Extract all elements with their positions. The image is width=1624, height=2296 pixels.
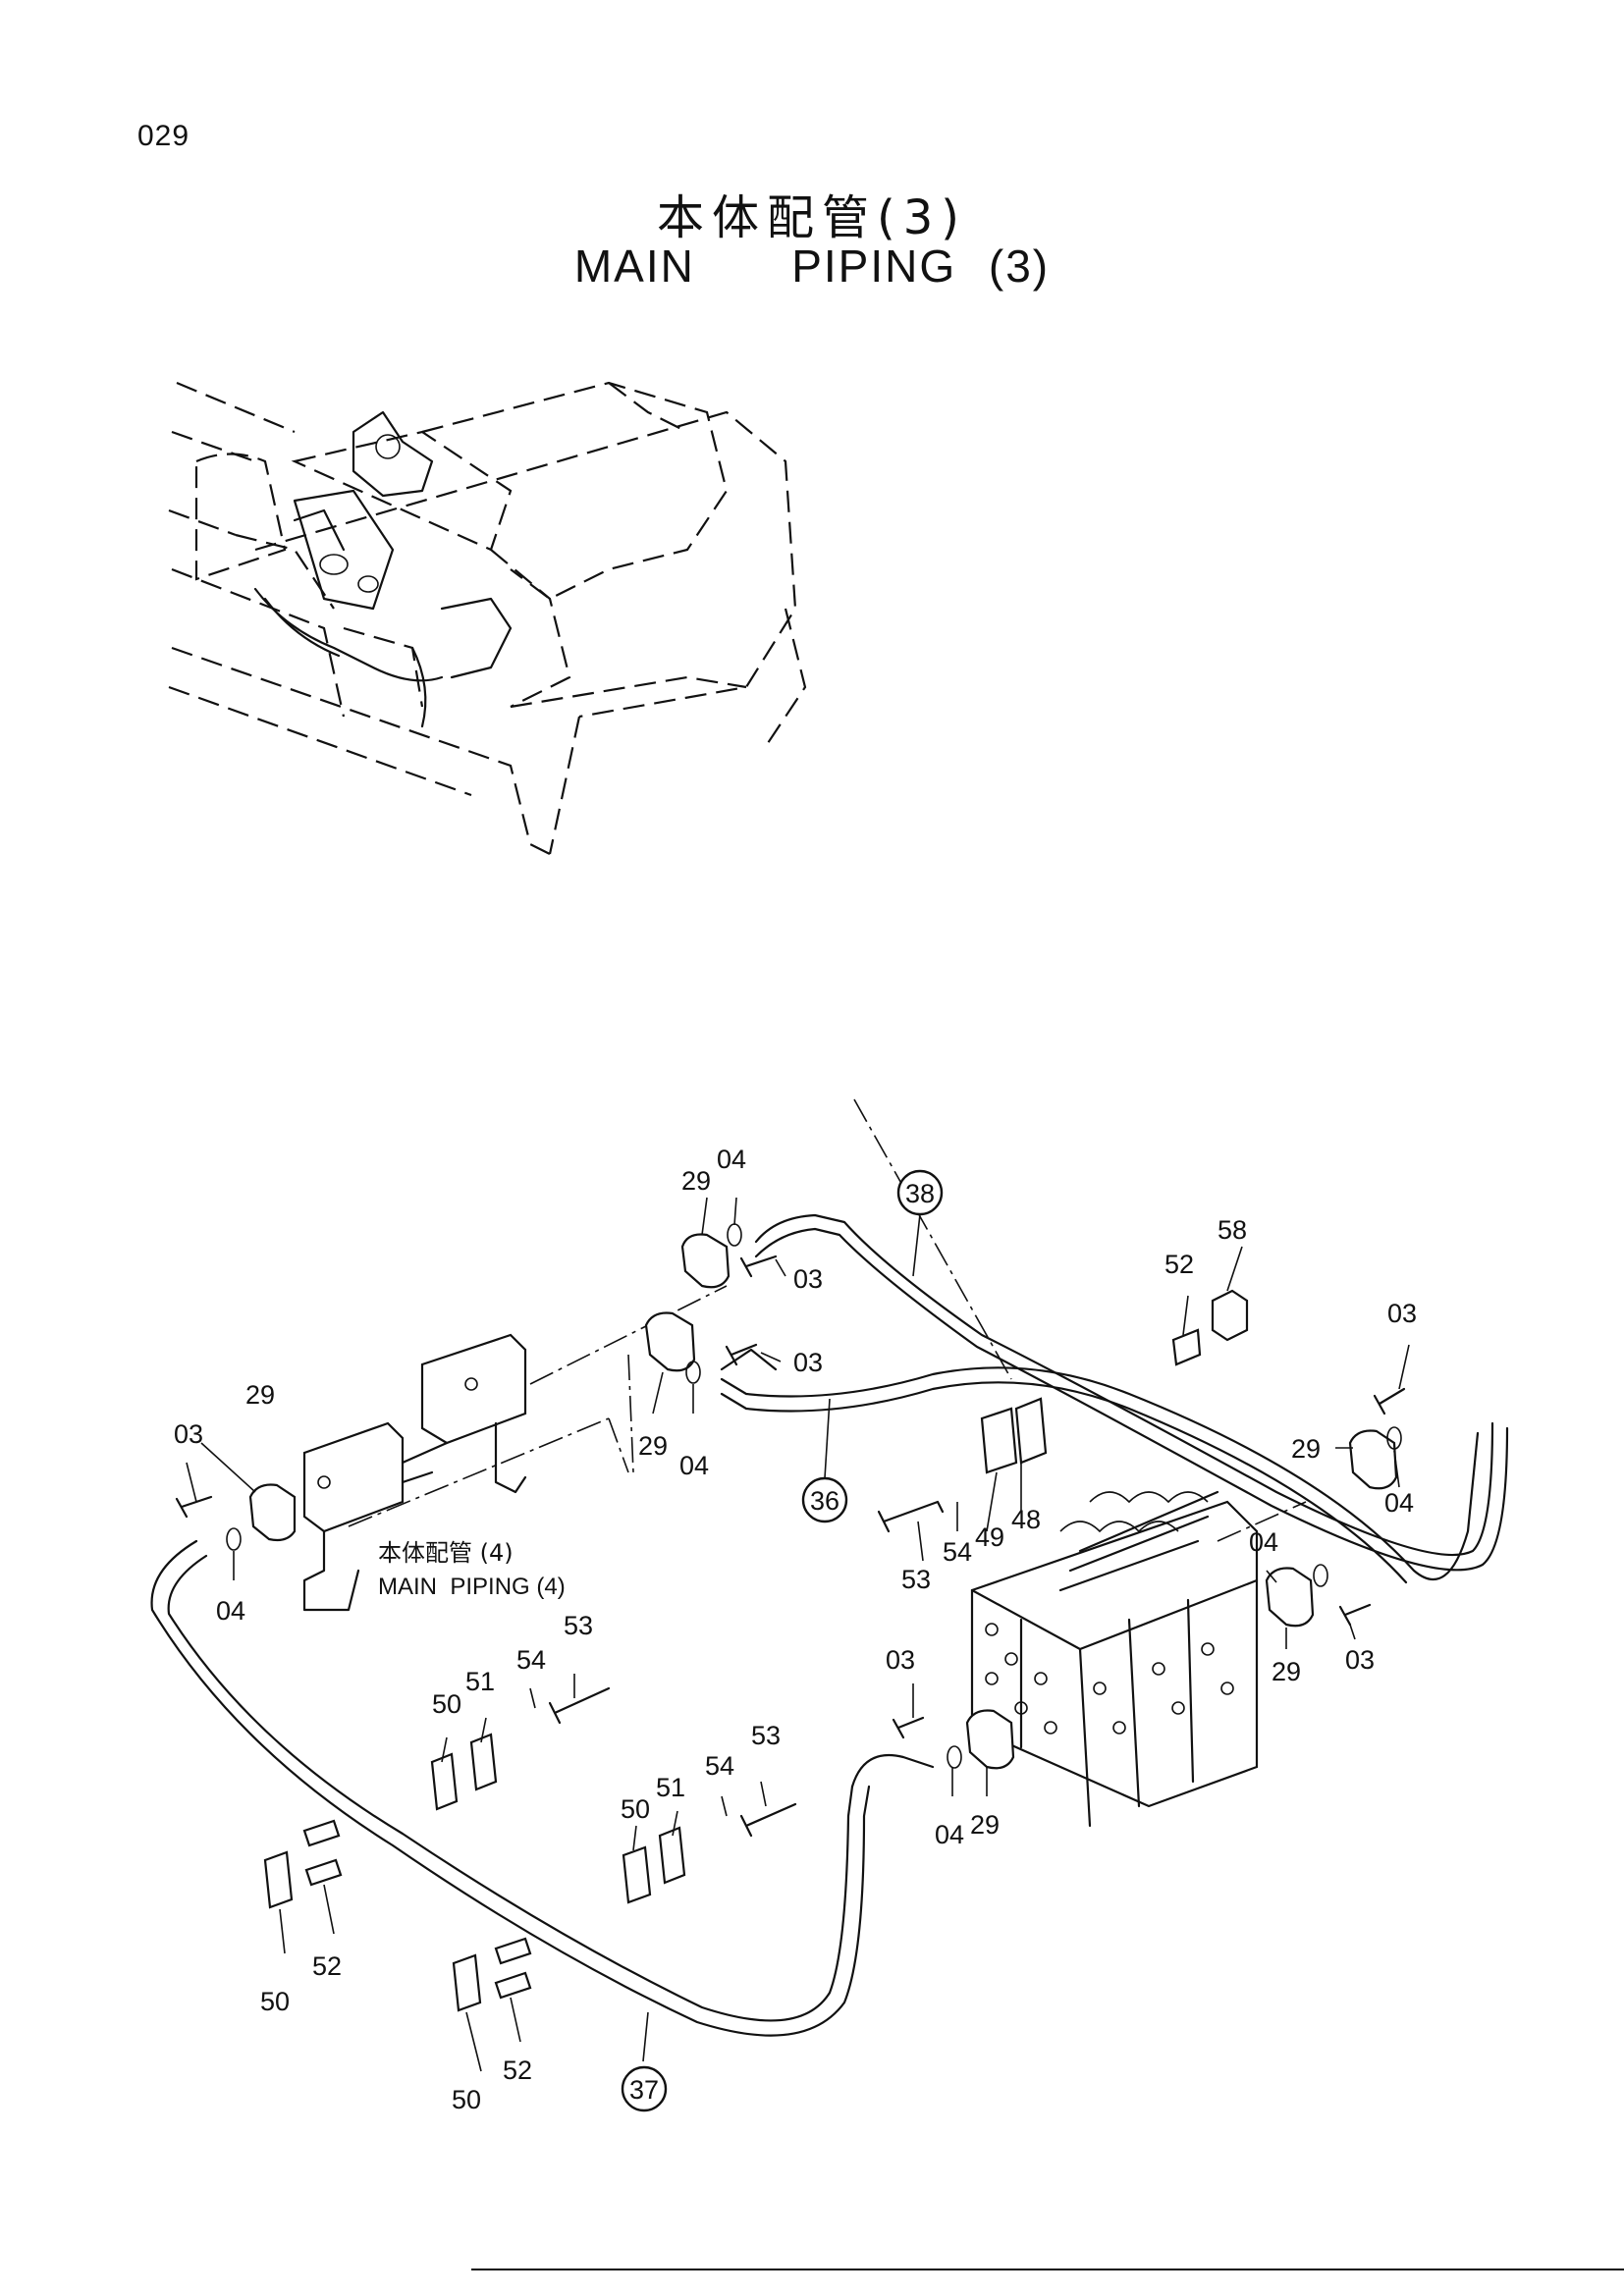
callout-c54a: 54 <box>943 1537 972 1567</box>
callout-c50d: 50 <box>452 2085 481 2114</box>
title-japanese: 本体配管(3) <box>657 190 967 245</box>
callout-c52c: 52 <box>503 2056 532 2085</box>
callout-c03d: 03 <box>1387 1299 1417 1328</box>
callout-labels: 29 04 03 03 29 04 29 03 04 58 52 03 29 0… <box>174 1145 1417 2114</box>
bolts-53 <box>548 1500 945 1838</box>
callout-c29a: 29 <box>681 1166 711 1196</box>
reference-note-japanese: 本体配管 (4) <box>378 1539 514 1567</box>
callout-c03a: 03 <box>793 1264 823 1294</box>
callout-c04e: 04 <box>1249 1527 1278 1557</box>
circled-callout-37: 37 <box>621 2065 668 2112</box>
callout-c52b: 52 <box>312 1951 342 1981</box>
callout-c58: 58 <box>1218 1215 1247 1245</box>
leader-lines <box>186 1197 1410 2072</box>
circled-callout-36: 36 <box>801 1398 848 1523</box>
circled-callout-38: 38 <box>896 1169 944 1277</box>
callout-c54b: 54 <box>516 1645 546 1675</box>
callout-c29b: 29 <box>245 1380 275 1410</box>
callout-c49: 49 <box>975 1522 1004 1552</box>
callout-c04f: 04 <box>935 1820 964 1849</box>
svg-text:36: 36 <box>810 1486 839 1516</box>
pipe-38 <box>754 1213 1494 1557</box>
machine-overview-illustration <box>168 381 807 855</box>
callout-c03e: 03 <box>1345 1645 1375 1675</box>
svg-text:38: 38 <box>905 1179 935 1208</box>
callout-c53c: 53 <box>751 1721 781 1750</box>
callout-c03c: 03 <box>793 1348 823 1377</box>
callout-c51a: 51 <box>465 1667 495 1696</box>
callout-c50b: 50 <box>621 1794 650 1824</box>
page-number: 029 <box>137 120 190 152</box>
control-valve <box>970 1490 1259 1828</box>
o-rings <box>226 1223 1402 1769</box>
callout-c29e: 29 <box>1272 1657 1301 1686</box>
callout-c51b: 51 <box>656 1773 685 1802</box>
callout-c29c: 29 <box>638 1431 668 1461</box>
flange-parts <box>248 1233 1398 1770</box>
callout-c53b: 53 <box>564 1611 593 1640</box>
callout-c53a: 53 <box>901 1565 931 1594</box>
callout-c50c: 50 <box>260 1987 290 2016</box>
callout-c03b: 03 <box>174 1419 203 1449</box>
title-english: MAIN PIPING (3) <box>573 240 1051 292</box>
callout-c04c: 04 <box>679 1451 709 1480</box>
callout-c04b: 04 <box>216 1596 245 1626</box>
callout-c04a: 04 <box>717 1145 746 1174</box>
manifold-block <box>302 1333 527 1612</box>
pipe-37 <box>150 1539 871 2037</box>
pipe-36 <box>720 1366 1480 1581</box>
callout-c50a: 50 <box>432 1689 461 1719</box>
callout-c52a: 52 <box>1164 1250 1194 1279</box>
svg-text:37: 37 <box>629 2075 659 2105</box>
callout-c54c: 54 <box>705 1751 734 1781</box>
reference-note-english: MAIN PIPING (4) <box>378 1574 566 1600</box>
callout-c29f: 29 <box>970 1810 1000 1840</box>
callout-c03f: 03 <box>886 1645 915 1675</box>
bolts-03 <box>175 1255 1406 1739</box>
exploded-parts-view: 本体配管 (4) MAIN PIPING (4) 29 04 03 03 29 … <box>150 1098 1509 2114</box>
callout-c29d: 29 <box>1291 1434 1321 1464</box>
callout-c48: 48 <box>1011 1505 1041 1534</box>
callout-c04d: 04 <box>1384 1488 1414 1518</box>
